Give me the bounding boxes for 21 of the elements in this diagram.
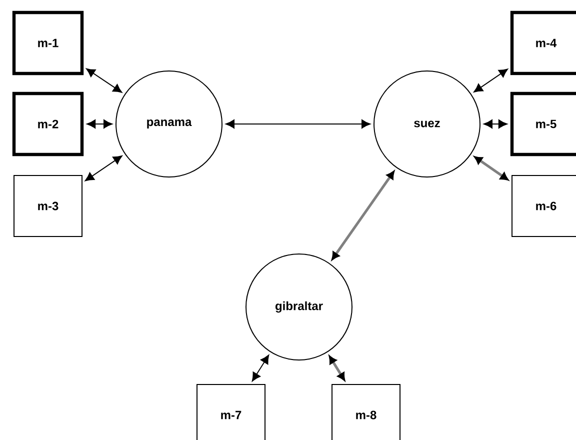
- arrow: [484, 120, 508, 128]
- arrow: [328, 356, 346, 381]
- arrow: [332, 171, 394, 260]
- arrow: [226, 120, 370, 128]
- box-node: m-7: [196, 384, 266, 440]
- box-node: m-3: [14, 175, 82, 237]
- box-node: m-8: [332, 384, 400, 440]
- arrow: [84, 156, 122, 182]
- arrow: [474, 68, 508, 92]
- box-node: m-1: [12, 10, 84, 76]
- circle-node: suez: [374, 70, 480, 178]
- box-node: m-6: [512, 175, 576, 237]
- arrow: [252, 354, 270, 382]
- circle-node: panama: [116, 70, 222, 178]
- box-node: m-2: [12, 92, 84, 156]
- arrow: [86, 120, 112, 128]
- box-node: m-5: [510, 92, 576, 156]
- box-node: m-4: [510, 10, 576, 76]
- arrow: [86, 68, 122, 93]
- circle-node: gibraltar: [246, 254, 352, 360]
- arrow: [474, 156, 508, 180]
